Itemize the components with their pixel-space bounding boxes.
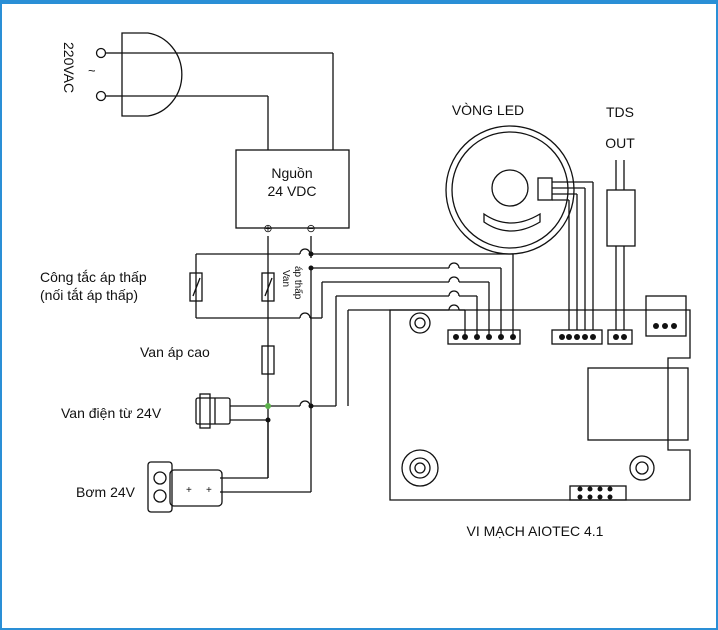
circuit-board xyxy=(389,309,691,501)
psu-label-1: Nguồn xyxy=(271,165,312,181)
junction-node xyxy=(265,403,271,409)
pump-label: Bơm 24V xyxy=(76,484,136,500)
tds-label-1: TDS xyxy=(606,104,634,120)
low-switch-label-2: (nối tắt áp thấp) xyxy=(40,287,138,303)
pump-plus-a: + xyxy=(186,485,192,496)
high-valve-label: Van áp cao xyxy=(140,344,210,360)
board-label: VI MẠCH AIOTEC 4.1 xyxy=(467,523,604,539)
solenoid-valve xyxy=(195,393,231,429)
low-valve-label-2: áp thấp xyxy=(292,266,304,300)
led-ring xyxy=(445,125,575,255)
led-ring-label: VÒNG LED xyxy=(452,102,524,118)
ac-symbol: ~ xyxy=(88,63,96,78)
solenoid-label: Van điện từ 24V xyxy=(61,405,162,421)
low-valve-label-1: Van xyxy=(280,270,291,287)
mains-plug xyxy=(95,32,183,117)
tds-label-2: OUT xyxy=(605,135,635,151)
minus-terminal: ⊖ xyxy=(306,223,315,235)
low-pressure-switch xyxy=(189,272,203,302)
psu-label-2: 24 VDC xyxy=(267,183,316,199)
high-pressure-valve xyxy=(261,345,275,375)
pump xyxy=(147,461,223,513)
pump-plus-b: + xyxy=(206,485,212,496)
low-pressure-valve xyxy=(261,272,275,302)
low-switch-label-1: Công tắc áp thấp xyxy=(40,269,147,285)
tds-sensor xyxy=(606,160,636,330)
plus-terminal: ⊕ xyxy=(263,223,272,235)
power-supply-box xyxy=(235,149,350,229)
mains-label: 220VAC xyxy=(61,42,77,93)
